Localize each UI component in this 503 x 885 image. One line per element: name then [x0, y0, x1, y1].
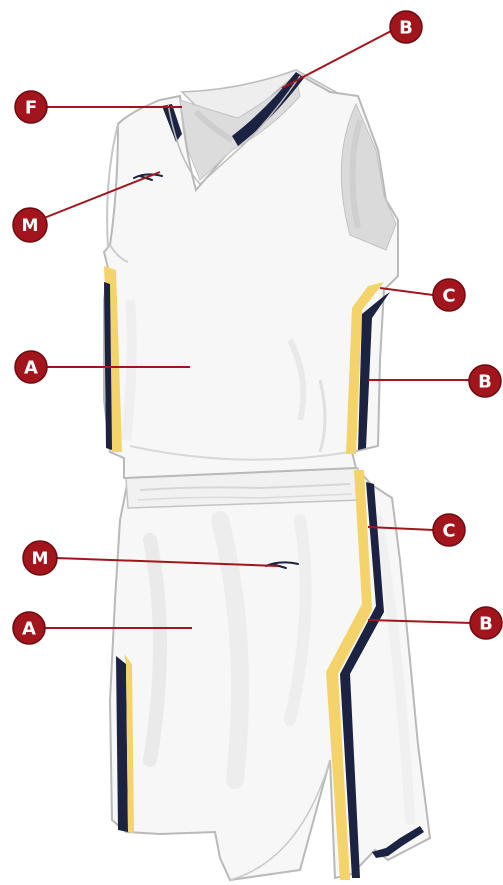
shorts: [110, 468, 430, 880]
callout-badge: A: [15, 351, 47, 383]
callout-letter: A: [22, 619, 36, 640]
callout-letter: C: [442, 286, 455, 307]
callout-badge: F: [15, 91, 47, 123]
callout-letter: B: [478, 372, 492, 393]
shorts-left-navy-trim: [116, 656, 128, 832]
callout-letter: B: [399, 18, 413, 39]
callout-badge: M: [23, 541, 57, 575]
callout-badge: B: [390, 11, 422, 43]
callout-badge: A: [13, 612, 45, 644]
callout-badge: C: [433, 279, 465, 311]
callout-letter: F: [25, 98, 37, 119]
callout-letter: M: [32, 549, 49, 569]
jersey: [104, 70, 398, 478]
callout-letter: B: [479, 614, 493, 635]
callout-letter: C: [442, 521, 455, 542]
callout-letter: A: [24, 358, 38, 379]
leader-line-b-collar: [282, 30, 393, 88]
callout-badge: B: [470, 607, 502, 639]
callout-badge: B: [469, 365, 501, 397]
callout-letter: M: [22, 216, 39, 236]
callout-badge: M: [13, 208, 47, 242]
callout-badge: C: [433, 514, 465, 546]
